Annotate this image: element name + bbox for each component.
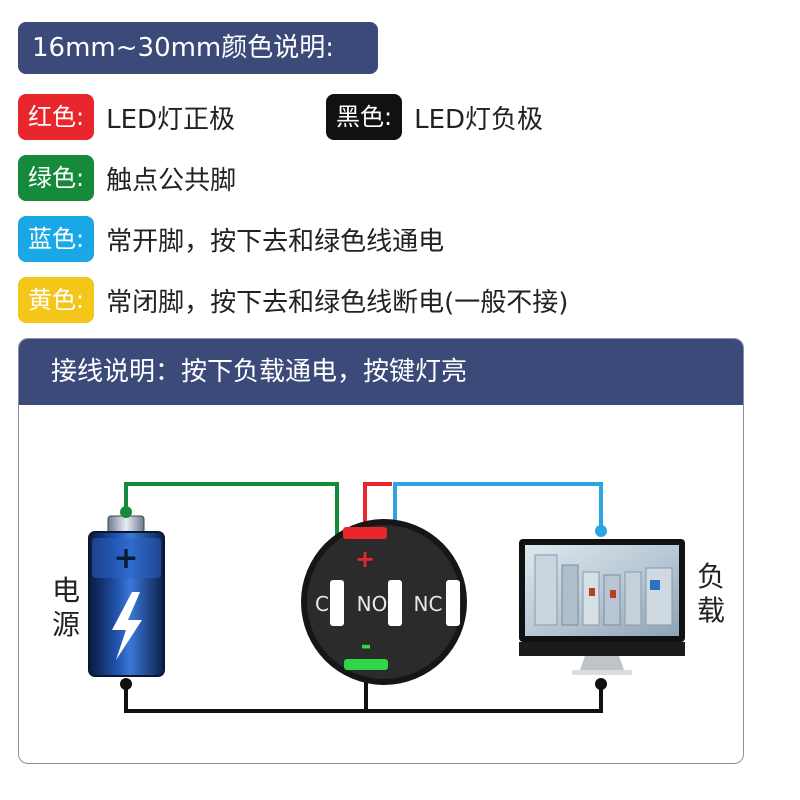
monitor-icon bbox=[519, 539, 685, 675]
switch-icon: + C NO NC - bbox=[301, 519, 467, 685]
black-wire bbox=[124, 684, 603, 713]
load-label-1: 负 bbox=[697, 560, 725, 593]
yellow-chip: 黄色: bbox=[18, 277, 95, 323]
power-label-2: 源 bbox=[52, 608, 80, 641]
blue-description: 常开脚，按下去和绿色线通电 bbox=[106, 226, 445, 257]
black-chip: 黑色: bbox=[326, 94, 403, 140]
wiring-panel-header: 接线说明：按下负载通电，按键灯亮 bbox=[19, 339, 743, 405]
legend-item-red: 红色: LED灯正极 bbox=[18, 94, 235, 140]
red-chip: 红色: bbox=[18, 94, 95, 140]
legend-item-black: 黑色: LED灯负极 bbox=[326, 94, 543, 140]
green-description: 触点公共脚 bbox=[106, 165, 237, 196]
minus-sign: - bbox=[361, 631, 372, 661]
battery-icon: + bbox=[88, 515, 165, 677]
pin-no: NO bbox=[357, 592, 388, 616]
red-wire bbox=[363, 482, 392, 527]
power-label-1: 电 bbox=[52, 574, 80, 607]
blue-chip: 蓝色: bbox=[18, 216, 95, 262]
red-description: LED灯正极 bbox=[106, 104, 236, 135]
battery-top-terminal bbox=[120, 506, 132, 518]
monitor-bottom-terminal bbox=[595, 678, 607, 690]
svg-text:+: + bbox=[113, 541, 138, 576]
pin-nc: NC bbox=[414, 592, 443, 616]
plus-sign: + bbox=[355, 545, 375, 573]
load-label-2: 载 bbox=[697, 594, 725, 627]
black-description: LED灯负极 bbox=[414, 104, 544, 135]
page-title: 16mm~30mm颜色说明: bbox=[18, 22, 378, 74]
yellow-description: 常闭脚，按下去和绿色线断电(一般不接) bbox=[106, 287, 569, 318]
pin-c: C bbox=[315, 592, 329, 616]
green-chip: 绿色: bbox=[18, 155, 95, 201]
monitor-top-terminal bbox=[595, 525, 607, 537]
legend-item-yellow: 黄色: 常闭脚，按下去和绿色线断电(一般不接) bbox=[18, 277, 568, 323]
legend-item-green: 绿色: 触点公共脚 bbox=[18, 155, 236, 201]
legend-item-blue: 蓝色: 常开脚，按下去和绿色线通电 bbox=[18, 216, 444, 262]
green-wire bbox=[124, 482, 339, 580]
battery-bottom-terminal bbox=[120, 678, 132, 690]
